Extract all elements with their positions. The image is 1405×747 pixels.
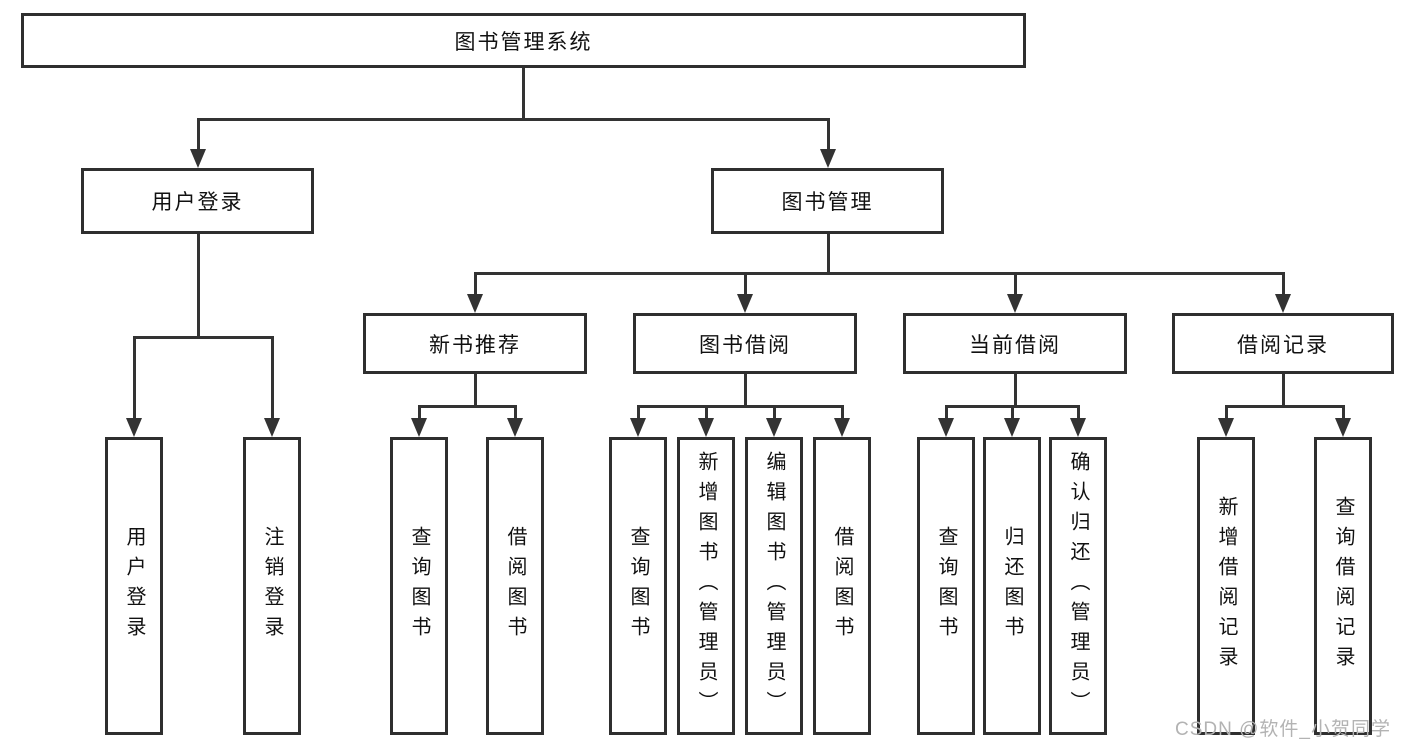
leaf-query-book-recommend: 查询图书 (390, 437, 448, 735)
connector-line (945, 405, 948, 419)
connector-line (744, 272, 747, 295)
arrow-down-icon (411, 418, 427, 437)
connector-line (1011, 405, 1014, 419)
connector-line (744, 374, 747, 408)
connector-line (705, 405, 708, 419)
connector-line (197, 118, 830, 121)
leaf-logout-login: 注销登录 (243, 437, 301, 735)
leaf-borrow-book-recommend: 借阅图书 (486, 437, 544, 735)
node-label: 图书借阅 (699, 333, 791, 357)
leaf-user-login: 用户登录 (105, 437, 163, 735)
connector-line (474, 272, 1285, 275)
connector-line (1282, 374, 1285, 408)
node-label: 新书推荐 (429, 333, 521, 357)
arrow-down-icon (820, 149, 836, 168)
leaf-query-borrow-record: 查询借阅记录 (1314, 437, 1372, 735)
arrow-down-icon (467, 294, 483, 313)
connector-line (197, 118, 200, 149)
connector-line (1014, 272, 1017, 295)
csdn-watermark: CSDN @软件_小贺同学 (1175, 719, 1391, 740)
connector-line (1077, 405, 1080, 419)
connector-line (1225, 405, 1345, 408)
node-label: 新增图书（管理员） (695, 451, 717, 721)
arrow-down-icon (834, 418, 850, 437)
node-label: 归还图书 (1001, 526, 1023, 646)
leaf-add-book-admin: 新增图书（管理员） (677, 437, 735, 735)
node-label: 查询图书 (935, 526, 957, 646)
connector-line (1342, 405, 1345, 419)
leaf-add-borrow-record: 新增借阅记录 (1197, 437, 1255, 735)
leaf-query-book-borrow: 查询图书 (609, 437, 667, 735)
connector-line (827, 118, 830, 149)
arrow-down-icon (630, 418, 646, 437)
leaf-edit-book-admin: 编辑图书（管理员） (745, 437, 803, 735)
node-label: 查询图书 (627, 526, 649, 646)
arrow-down-icon (1335, 418, 1351, 437)
node-book-borrow: 图书借阅 (633, 313, 857, 374)
arrow-down-icon (1070, 418, 1086, 437)
node-root: 图书管理系统 (21, 13, 1026, 68)
connector-line (841, 405, 844, 419)
node-label: 编辑图书（管理员） (763, 451, 785, 721)
connector-line (474, 272, 477, 295)
node-label: 借阅记录 (1237, 333, 1329, 357)
node-label: 图书管理 (781, 191, 874, 214)
node-label: 用户登录 (151, 191, 244, 214)
connector-line (418, 405, 421, 419)
connector-line (271, 336, 274, 419)
node-label: 借阅图书 (504, 526, 526, 646)
connector-line (637, 405, 640, 419)
connector-line (522, 68, 525, 120)
connector-line (197, 234, 200, 338)
leaf-confirm-return-admin: 确认归还（管理员） (1049, 437, 1107, 735)
node-label: 用户登录 (123, 526, 145, 646)
connector-line (773, 405, 776, 419)
connector-line (474, 374, 477, 408)
node-label: 确认归还（管理员） (1067, 451, 1089, 721)
connector-line (827, 234, 830, 275)
connector-line (514, 405, 517, 419)
arrow-down-icon (190, 149, 206, 168)
arrow-down-icon (938, 418, 954, 437)
node-current-borrow: 当前借阅 (903, 313, 1127, 374)
node-label: 注销登录 (261, 526, 283, 646)
node-label: 查询图书 (408, 526, 430, 646)
node-label: 新增借阅记录 (1215, 496, 1237, 676)
node-user-login: 用户登录 (81, 168, 314, 234)
node-borrow-record: 借阅记录 (1172, 313, 1394, 374)
connector-line (133, 336, 274, 339)
arrow-down-icon (1275, 294, 1291, 313)
connector-line (418, 405, 517, 408)
node-label: 当前借阅 (969, 333, 1061, 357)
leaf-query-book-current: 查询图书 (917, 437, 975, 735)
arrow-down-icon (737, 294, 753, 313)
connector-line (637, 405, 844, 408)
arrow-down-icon (264, 418, 280, 437)
arrow-down-icon (126, 418, 142, 437)
node-label: 查询借阅记录 (1332, 496, 1354, 676)
connector-line (1282, 272, 1285, 295)
arrow-down-icon (698, 418, 714, 437)
connector-line (1014, 374, 1017, 408)
node-new-book-recommend: 新书推荐 (363, 313, 587, 374)
arrow-down-icon (1218, 418, 1234, 437)
node-label: 图书管理系统 (454, 30, 593, 54)
connector-line (133, 336, 136, 419)
arrow-down-icon (1004, 418, 1020, 437)
leaf-borrow-book: 借阅图书 (813, 437, 871, 735)
arrow-down-icon (507, 418, 523, 437)
node-label: 借阅图书 (831, 526, 853, 646)
arrow-down-icon (1007, 294, 1023, 313)
arrow-down-icon (766, 418, 782, 437)
connector-line (1225, 405, 1228, 419)
leaf-return-book: 归还图书 (983, 437, 1041, 735)
node-book-management: 图书管理 (711, 168, 944, 234)
